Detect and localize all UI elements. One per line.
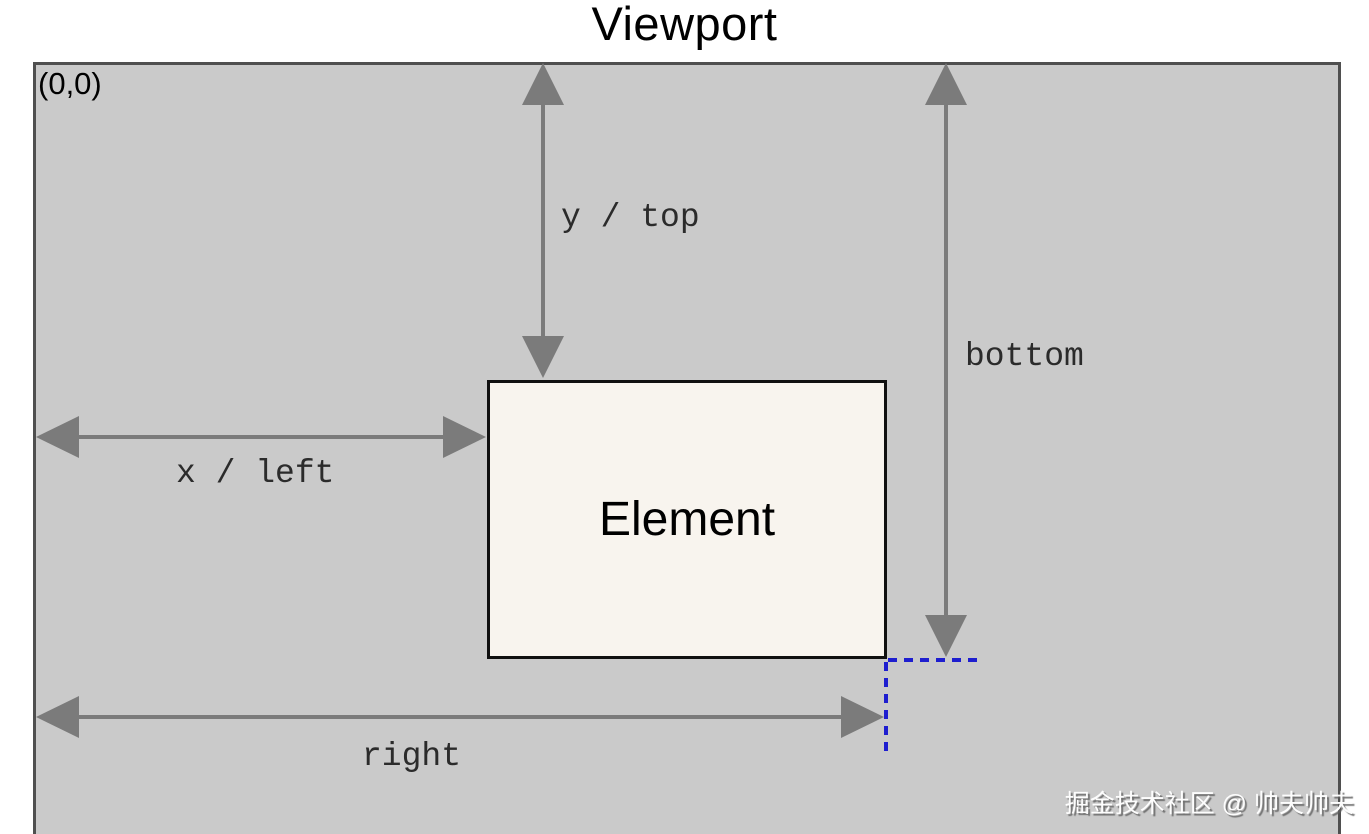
origin-coordinates-label: (0,0) — [38, 66, 102, 101]
element-rect: Element — [487, 380, 887, 659]
x-left-arrow — [36, 416, 486, 458]
bottom-arrow — [925, 63, 967, 657]
right-label: right — [362, 738, 462, 775]
element-corner-dashed-guides — [884, 658, 978, 752]
watermark-text: 掘金技术社区 @ 帅夫帅夫 — [1064, 790, 1354, 818]
bottom-label: bottom — [965, 338, 1084, 375]
page-title: Viewport — [591, 0, 778, 50]
element-label: Element — [598, 493, 776, 546]
right-arrow — [36, 696, 884, 738]
x-left-label: x / left — [176, 455, 335, 492]
y-top-label: y / top — [561, 199, 700, 236]
y-top-arrow — [522, 63, 564, 378]
